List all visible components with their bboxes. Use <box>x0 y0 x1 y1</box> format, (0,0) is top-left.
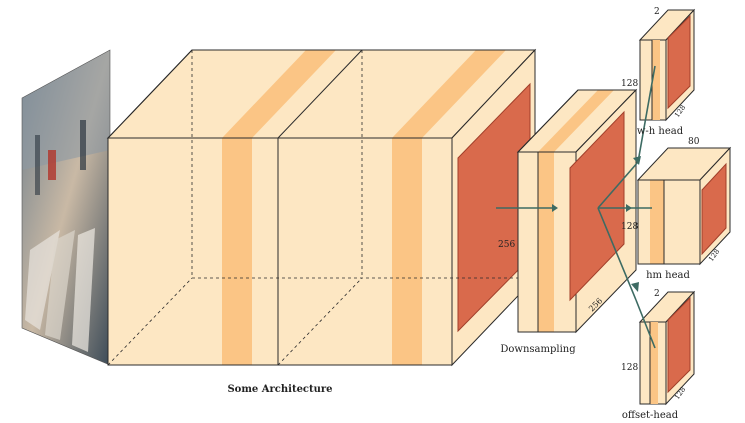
channels-main-label: 256 <box>498 240 515 250</box>
head-wh-label: w-h head <box>637 126 684 137</box>
offset-head-block <box>638 290 696 406</box>
architecture-block <box>106 48 537 367</box>
architecture-label: Some Architecture <box>227 384 332 395</box>
depth-hm-top-label: 80 <box>688 137 700 147</box>
head-offset-label: offset-head <box>622 410 679 421</box>
channels-wh-label: 128 <box>621 79 638 89</box>
downsampling-block <box>516 88 638 334</box>
channels-hm-label: 128 <box>621 222 638 232</box>
channels-offset-label: 128 <box>621 363 638 373</box>
depth-wh-top-label: 2 <box>654 7 660 17</box>
flow-arrows <box>496 65 656 349</box>
input-image <box>21 49 111 366</box>
depth-offset-top-label: 2 <box>654 289 660 299</box>
head-hm-label: hm head <box>646 270 690 281</box>
hm-head-block <box>636 146 732 266</box>
downsampling-label: Downsampling <box>500 344 576 355</box>
